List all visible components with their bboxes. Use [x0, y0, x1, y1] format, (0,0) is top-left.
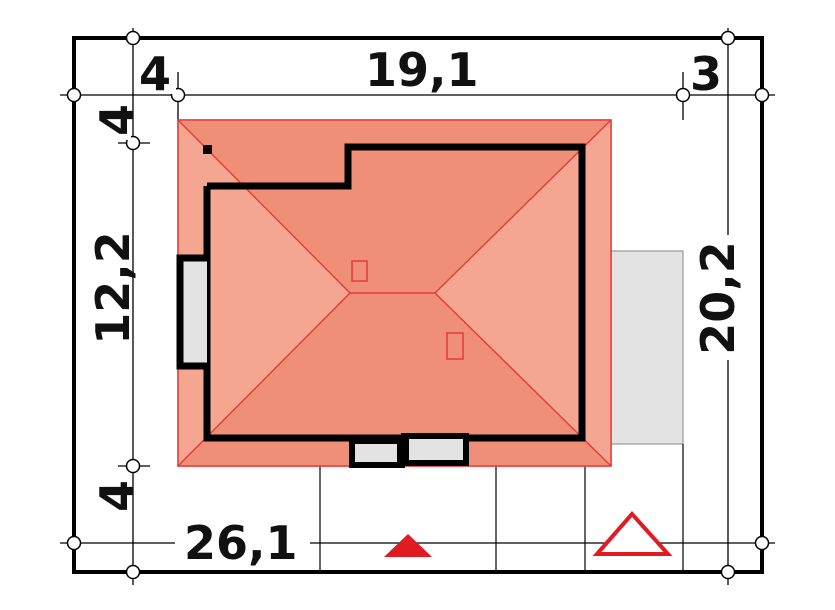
side-terrace: [610, 250, 684, 445]
label-masks: [95, 55, 730, 560]
roof-plane-right: [435, 120, 611, 466]
dim-top-width: 19,1: [365, 43, 479, 97]
building-walls: [203, 143, 586, 442]
dim-left-top-margin: 4: [90, 104, 144, 137]
bay-window-left-fill: [186, 264, 206, 361]
plot-boundary: [72, 36, 764, 574]
dim-bottom-total: 26,1: [184, 516, 298, 570]
entrance-triangle-outline: [592, 510, 673, 556]
chimney-small: [351, 260, 368, 282]
dim-top-left-margin: 4: [139, 47, 172, 101]
roof-plane-left: [178, 120, 350, 466]
chimney-large: [446, 332, 464, 360]
roof-plane-bottom: [178, 293, 611, 466]
paving-lines: [319, 444, 684, 572]
porch-right: [401, 433, 469, 466]
dim-top-right-margin: 3: [690, 47, 723, 101]
roof-plane-top: [178, 120, 611, 293]
porch-left: [349, 438, 405, 468]
porch-join: [397, 436, 409, 466]
dimension-markers: [66, 30, 770, 580]
dim-left-bottom-margin: 4: [90, 480, 144, 513]
dim-right-total: 20,2: [691, 241, 745, 355]
wall-corner-mark: [203, 145, 212, 154]
dim-left-height: 12,2: [86, 231, 140, 345]
entrance-triangle-filled: [384, 534, 432, 557]
